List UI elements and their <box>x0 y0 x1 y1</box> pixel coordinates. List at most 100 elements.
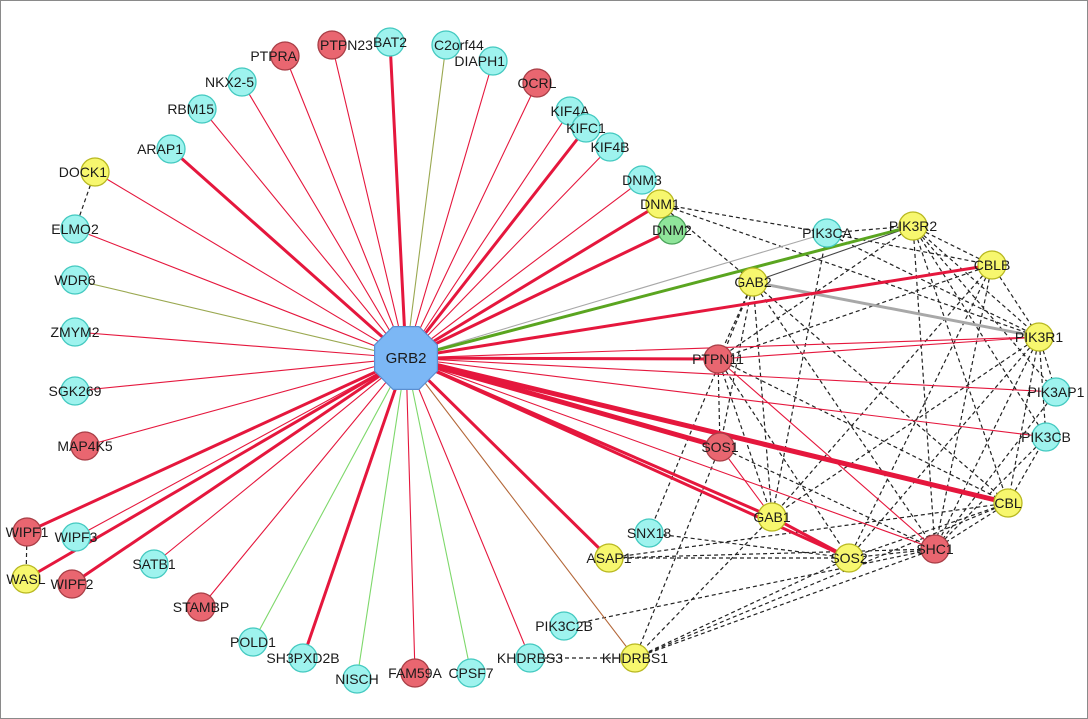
node-stambp[interactable] <box>186 592 216 622</box>
hub-edge-kif4b <box>405 146 611 359</box>
dashed-edge-pik3r1-shc1 <box>934 336 1040 550</box>
dashed-edge-shc1-pik3c2b <box>563 548 936 627</box>
node-pik3cb[interactable] <box>1031 422 1061 452</box>
node-gab1[interactable] <box>757 502 787 532</box>
node-label-elmo2: ELMO2 <box>51 221 99 237</box>
node-kifc1[interactable] <box>571 113 601 143</box>
node-nisch[interactable] <box>342 664 372 694</box>
node-bat2[interactable] <box>375 27 405 57</box>
node-label-wipf2: WIPF2 <box>51 576 94 592</box>
dashed-edge-pik3ca-gab1 <box>771 232 828 518</box>
hub-edge-ptpra <box>284 55 407 359</box>
edge-gab2-pik3r1 <box>751 280 1041 339</box>
node-label-ptpn23: PTPN23 <box>320 37 373 53</box>
node-sgk269[interactable] <box>60 376 90 406</box>
node-map4k5[interactable] <box>70 431 100 461</box>
dashed-edge-pik3cb-shc1 <box>934 436 1047 550</box>
node-pik3ca[interactable] <box>812 218 842 248</box>
hub-edge-pik3ap1 <box>405 357 1057 393</box>
hub-edge-cpsf7 <box>405 357 472 674</box>
node-pik3r2[interactable] <box>898 211 928 241</box>
hub-node-grb2[interactable] <box>374 326 438 390</box>
node-dnm3[interactable] <box>627 165 657 195</box>
node-label-khdrbs3: KHDRBS3 <box>497 650 563 666</box>
node-label-sh3pxd2b: SH3PXD2B <box>266 650 339 666</box>
node-label-zmym2: ZMYM2 <box>51 324 100 340</box>
node-cblb[interactable] <box>977 250 1007 280</box>
node-diaph1[interactable] <box>478 46 508 76</box>
hub-layer: GRB2 <box>374 326 438 390</box>
node-ptpn11[interactable] <box>703 344 733 374</box>
node-label-gab1: GAB1 <box>753 509 791 525</box>
node-sos2[interactable] <box>834 543 864 573</box>
node-pik3r1[interactable] <box>1024 322 1054 352</box>
node-label-kif4b: KIF4B <box>591 139 630 155</box>
hub-edge-kifc1 <box>404 126 588 360</box>
node-satb1[interactable] <box>139 549 169 579</box>
dashed-edge-pik3r2-pik3ap1 <box>912 225 1057 393</box>
hub-edge-elmo2 <box>74 228 407 359</box>
node-khdrbs3[interactable] <box>515 643 545 673</box>
node-rbm15[interactable] <box>187 94 217 124</box>
dashed-edge-cbl-khdrbs1 <box>634 502 1009 659</box>
node-pik3ap1[interactable] <box>1041 377 1071 407</box>
hub-edge-cblb <box>404 263 994 360</box>
node-zmym2[interactable] <box>60 317 90 347</box>
node-label-ptpra: PTPRA <box>250 48 297 64</box>
node-shc1[interactable] <box>920 534 950 564</box>
node-label-pik3cb: PIK3CB <box>1021 429 1071 445</box>
hub-edge-fam59a <box>405 357 416 674</box>
hub-edge-rbm15 <box>201 108 407 359</box>
node-dock1[interactable] <box>80 157 110 187</box>
dashed-edge-snx18-sos2 <box>648 532 850 559</box>
node-ptpn23[interactable] <box>317 30 347 60</box>
dashed-edge-sos1-khdrbs1 <box>634 446 721 659</box>
node-elmo2[interactable] <box>60 214 90 244</box>
node-wipf3[interactable] <box>61 522 91 552</box>
dashed-edge-layer <box>25 171 1057 659</box>
dashed-edge-cblb-sos2 <box>848 264 993 559</box>
hub-edge-dock1 <box>94 171 407 359</box>
node-ptpra[interactable] <box>270 41 300 71</box>
dashed-edge-pik3r2-ptpn11 <box>717 225 914 360</box>
hub-edge-pik3ca <box>405 232 828 359</box>
node-pold1[interactable] <box>238 627 268 657</box>
node-label-cpsf7: CPSF7 <box>448 665 493 681</box>
node-wdr6[interactable] <box>60 265 90 295</box>
node-wasl[interactable] <box>11 564 41 594</box>
node-label-pik3r1: PIK3R1 <box>1015 329 1063 345</box>
node-kif4b[interactable] <box>595 132 625 162</box>
node-label-wasl: WASL <box>6 571 45 587</box>
node-wipf1[interactable] <box>12 517 42 547</box>
hub-edge-zmym2 <box>74 331 407 359</box>
dashed-edge-pik3ap1-shc1 <box>934 391 1057 550</box>
node-nkx2-5[interactable] <box>227 67 257 97</box>
node-snx18[interactable] <box>634 518 664 548</box>
dashed-edge-cblb-ptpn11 <box>717 264 993 360</box>
node-khdrbs1[interactable] <box>620 643 650 673</box>
node-cpsf7[interactable] <box>456 658 486 688</box>
node-c2orf44[interactable] <box>431 30 461 60</box>
hub-edge-cbl <box>403 355 1011 506</box>
node-dnm2[interactable] <box>657 215 687 245</box>
node-fam59a[interactable] <box>400 658 430 688</box>
node-arap1[interactable] <box>156 134 186 164</box>
dashed-edge-gab2-sos1 <box>719 281 754 448</box>
node-wipf2[interactable] <box>57 569 87 599</box>
node-label-gab2: GAB2 <box>734 274 772 290</box>
node-ocrl[interactable] <box>522 68 552 98</box>
node-label-sos1: SOS1 <box>701 439 739 455</box>
hub-edge-stambp <box>200 357 407 608</box>
node-pik3c2b[interactable] <box>549 611 579 641</box>
dashed-edge-dnm1-pik3r1 <box>659 203 1040 338</box>
node-sh3pxd2b[interactable] <box>288 643 318 673</box>
node-dnm1[interactable] <box>645 189 675 219</box>
node-gab2[interactable] <box>738 267 768 297</box>
node-label-snx18: SNX18 <box>627 525 672 541</box>
node-sos1[interactable] <box>705 432 735 462</box>
hub-edge-ptpn23 <box>331 44 407 359</box>
node-asap1[interactable] <box>594 543 624 573</box>
node-cbl[interactable] <box>993 488 1023 518</box>
dashed-edge-gab2-cbl <box>752 281 1009 504</box>
